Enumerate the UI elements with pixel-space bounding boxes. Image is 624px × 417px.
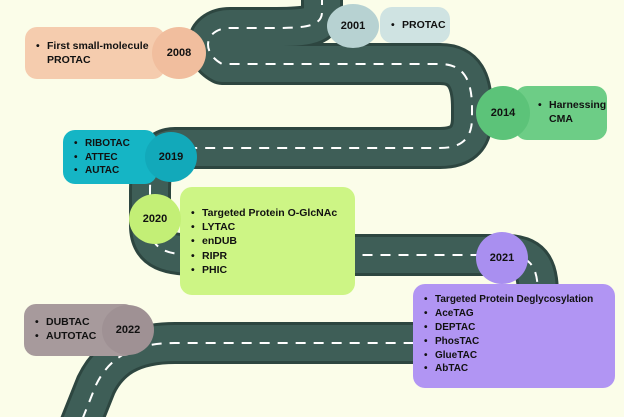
milestone-2021-box: Targeted Protein Deglycosylation AceTAG … — [413, 284, 615, 388]
milestone-2021-item-5: GlueTAC — [423, 349, 605, 363]
milestone-2008-item-1: First small-molecule PROTAC — [35, 39, 157, 67]
milestone-2008-year: 2008 — [152, 27, 206, 79]
milestone-2019-year: 2019 — [145, 132, 197, 182]
milestone-2019-item-3: AUTAC — [73, 164, 147, 178]
milestone-2022-year: 2022 — [102, 305, 154, 355]
milestone-2008-box: First small-molecule PROTAC — [25, 27, 165, 79]
milestone-2022-item-2: AUTOTAC — [34, 329, 126, 343]
milestone-2021-year: 2021 — [476, 232, 528, 284]
milestone-2014-year: 2014 — [476, 86, 530, 140]
milestone-2021-item-2: AceTAG — [423, 307, 605, 321]
milestone-2020-item-1: Targeted Protein O-GlcNAc — [190, 206, 345, 220]
milestone-2001-box: PROTAC — [380, 7, 450, 43]
milestone-2020-year: 2020 — [129, 194, 181, 244]
milestone-2021-item-4: PhosTAC — [423, 335, 605, 349]
milestone-2014-item-1: Harnessing CMA — [537, 98, 615, 126]
milestone-2019-item-1: RIBOTAC — [73, 137, 147, 151]
milestone-2021-item-1: Targeted Protein Deglycosylation — [423, 293, 605, 307]
milestone-2021-item-3: DEPTAC — [423, 321, 605, 335]
milestone-2001-year: 2001 — [327, 4, 379, 48]
milestone-2014-box: Harnessing CMA — [515, 86, 607, 140]
milestone-2020-item-2: LYTAC — [190, 220, 345, 234]
milestone-2020-box: Targeted Protein O-GlcNAc LYTAC enDUB RI… — [180, 187, 355, 295]
milestone-2020-item-4: RIPR — [190, 249, 345, 263]
milestone-2001-item-1: PROTAC — [390, 18, 446, 32]
milestone-2022-item-1: DUBTAC — [34, 315, 126, 329]
milestone-2019-box: RIBOTAC ATTEC AUTAC — [63, 130, 157, 184]
milestone-2020-item-3: enDUB — [190, 234, 345, 248]
milestone-2020-item-5: PHIC — [190, 263, 345, 277]
milestone-2019-item-2: ATTEC — [73, 151, 147, 165]
milestone-2021-item-6: AbTAC — [423, 362, 605, 376]
